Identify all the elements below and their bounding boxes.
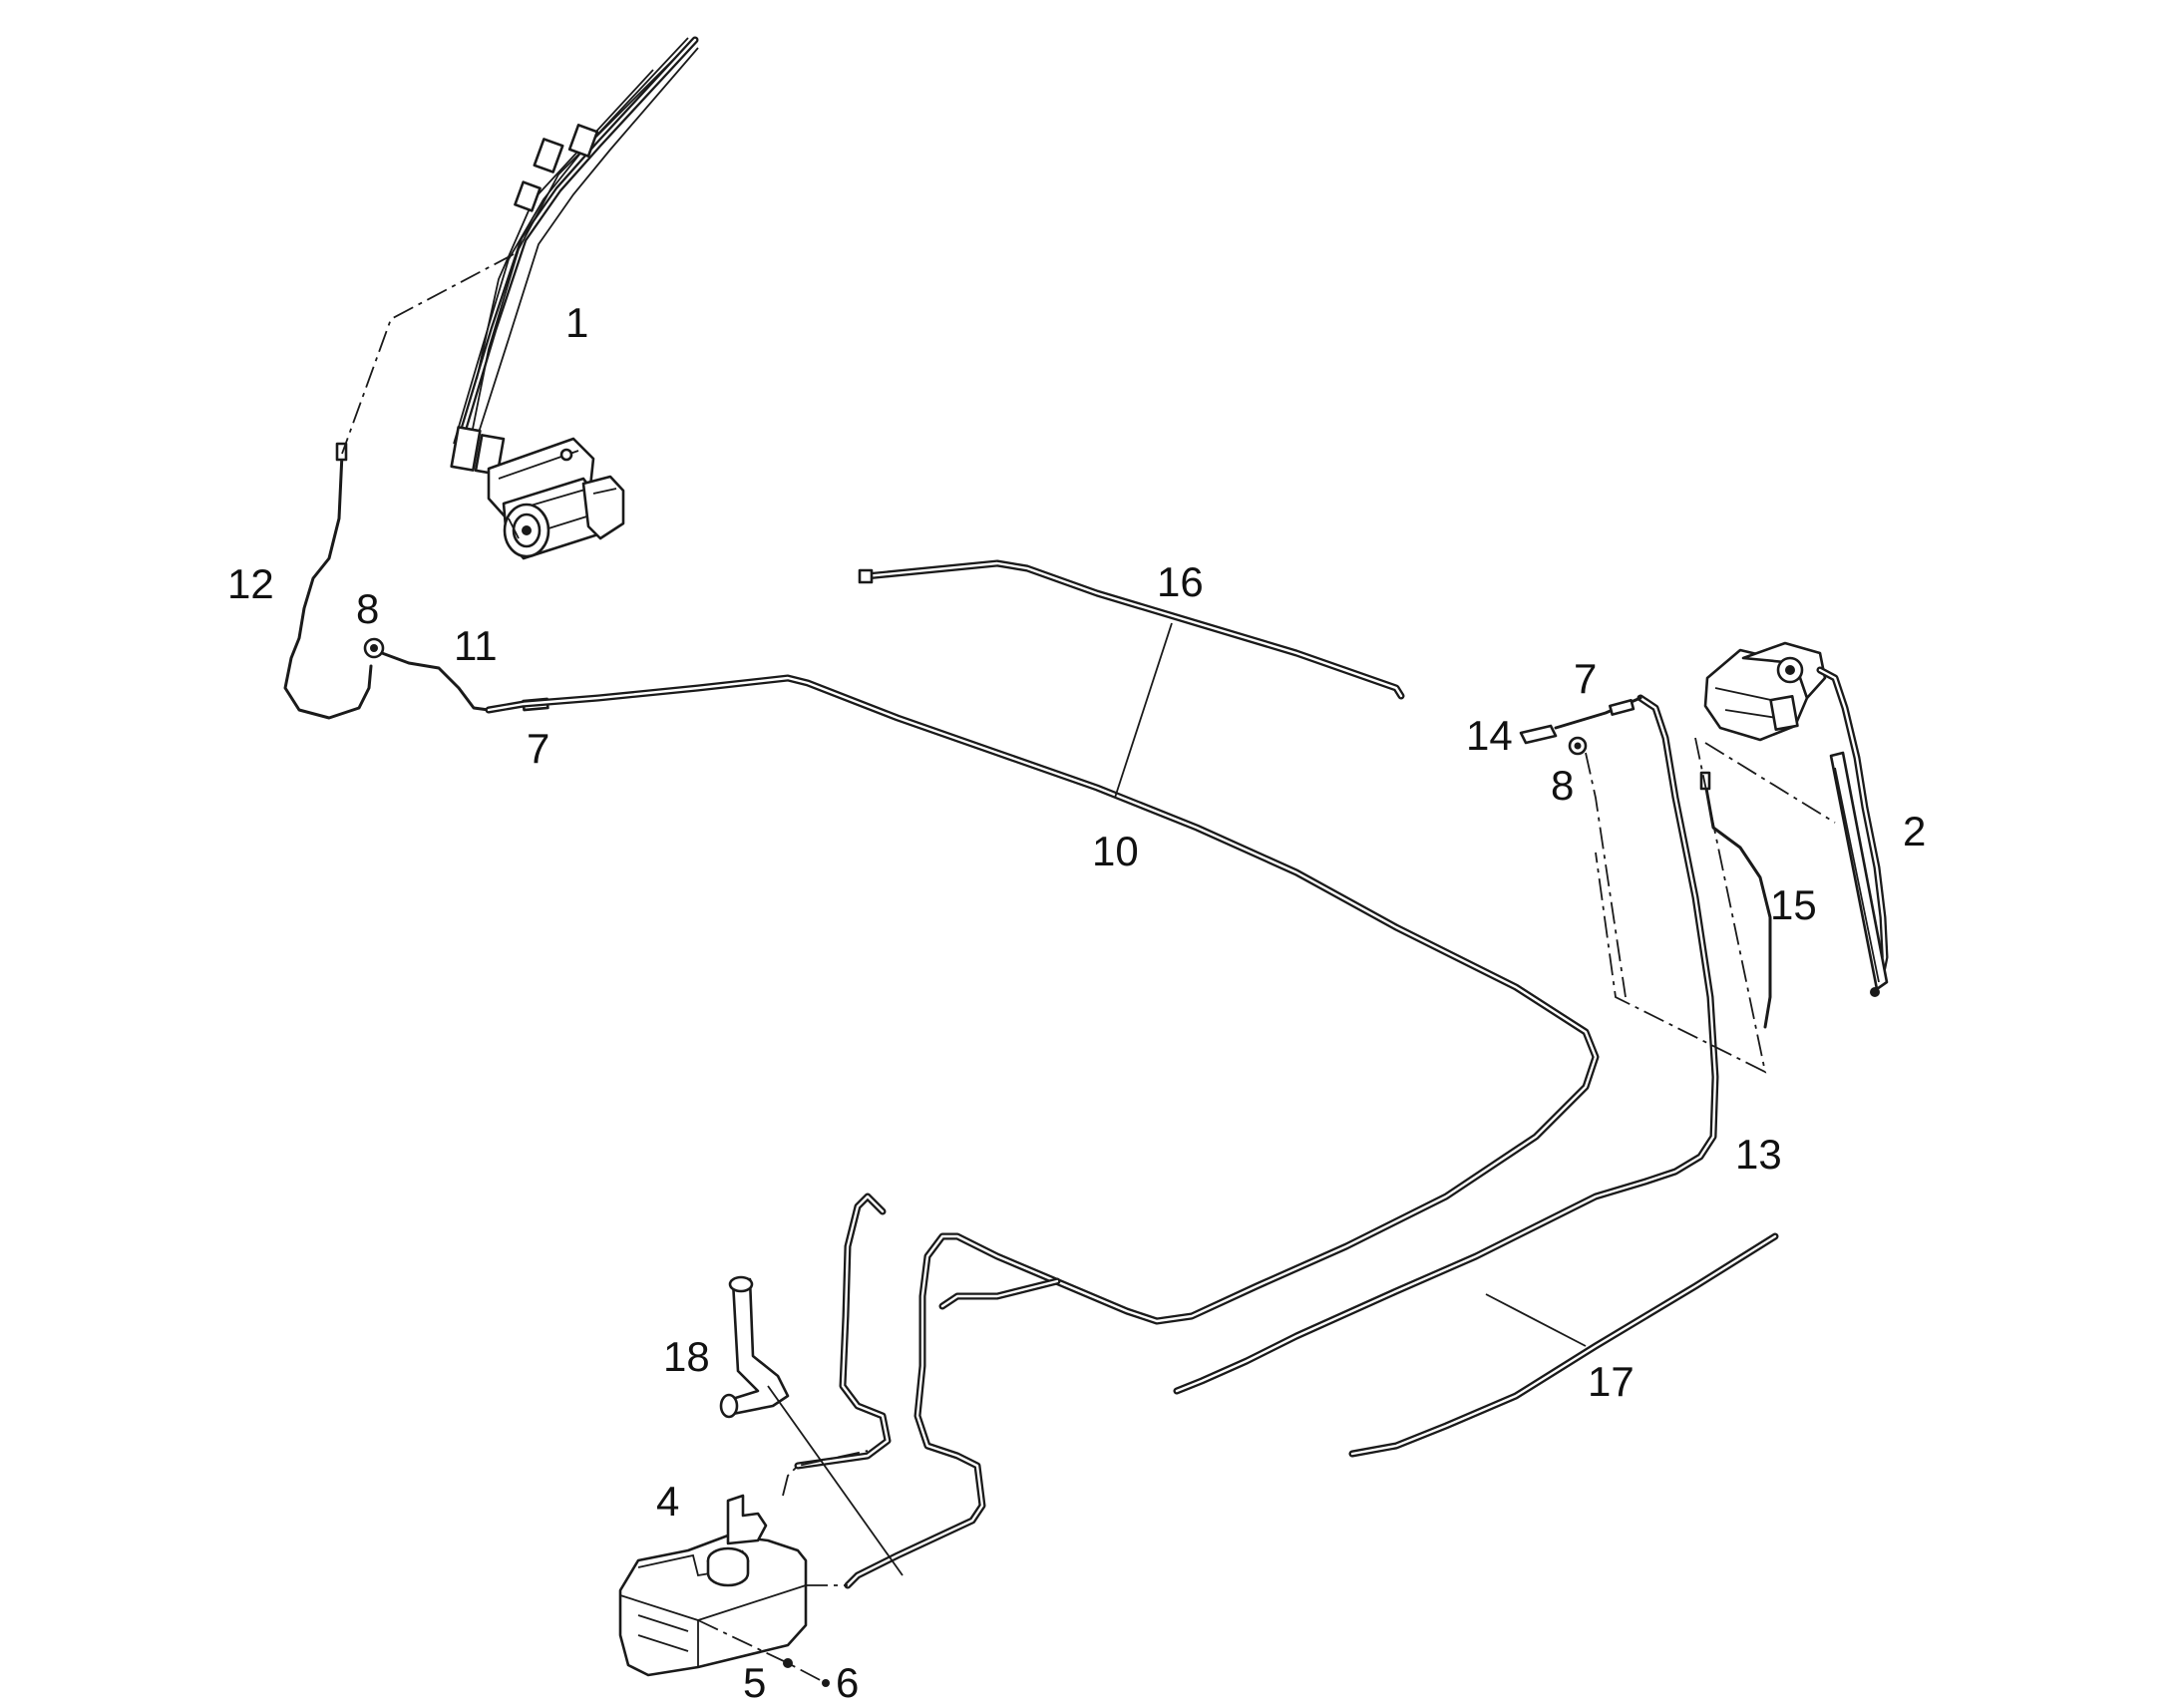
hose-13: [1173, 694, 1719, 1395]
callout-1: 1: [565, 299, 588, 346]
dash-rear-motor: [1704, 742, 1836, 824]
callout-4: 4: [656, 1478, 679, 1525]
washer-reservoir-4: [618, 1494, 808, 1677]
dash-8-right: [1585, 752, 1627, 998]
rear-wiper-assembly: [1703, 641, 1889, 997]
callout-7-right: 7: [1574, 655, 1597, 702]
filler-hose-18: [719, 1275, 790, 1419]
dash-arm-to-hose12: [341, 253, 515, 455]
hose-11: [380, 651, 491, 712]
callout-15: 15: [1770, 881, 1817, 928]
callout-17: 17: [1588, 1358, 1635, 1405]
callout-6: 6: [836, 1659, 859, 1706]
hose-10: [485, 674, 1600, 1589]
leader-17: [1485, 1293, 1587, 1347]
callout-5: 5: [743, 1659, 766, 1706]
hose-10-branch: [794, 1193, 1061, 1470]
callout-12: 12: [227, 560, 274, 607]
callout-8-left: 8: [356, 585, 379, 632]
callout-2: 2: [1903, 808, 1926, 854]
hose-16: [858, 559, 1405, 700]
callout-11: 11: [454, 622, 498, 669]
callout-7-left: 7: [527, 725, 549, 772]
dash-5-6: [697, 1619, 827, 1684]
callout-16: 16: [1157, 558, 1204, 605]
nozzle-14: [1519, 724, 1558, 745]
leader-16: [1114, 622, 1173, 799]
front-wiper-assembly: [450, 36, 699, 560]
callout-13: 13: [1735, 1131, 1782, 1178]
dash-reservoir-filler: [782, 1450, 869, 1497]
dash-15-13: [1595, 737, 1767, 1074]
leader-18: [767, 1385, 904, 1576]
hose-12: [283, 442, 373, 720]
callout-18: 18: [663, 1333, 710, 1380]
callout-8-right: 8: [1551, 762, 1574, 809]
connector-7-right: [1554, 696, 1642, 730]
connector-8-right: [1568, 736, 1588, 756]
callout-10: 10: [1092, 828, 1139, 874]
connector-8-left: [363, 637, 385, 659]
grommet-5: [783, 1658, 793, 1668]
hose-17: [1348, 1232, 1779, 1458]
callout-14: 14: [1466, 712, 1513, 759]
